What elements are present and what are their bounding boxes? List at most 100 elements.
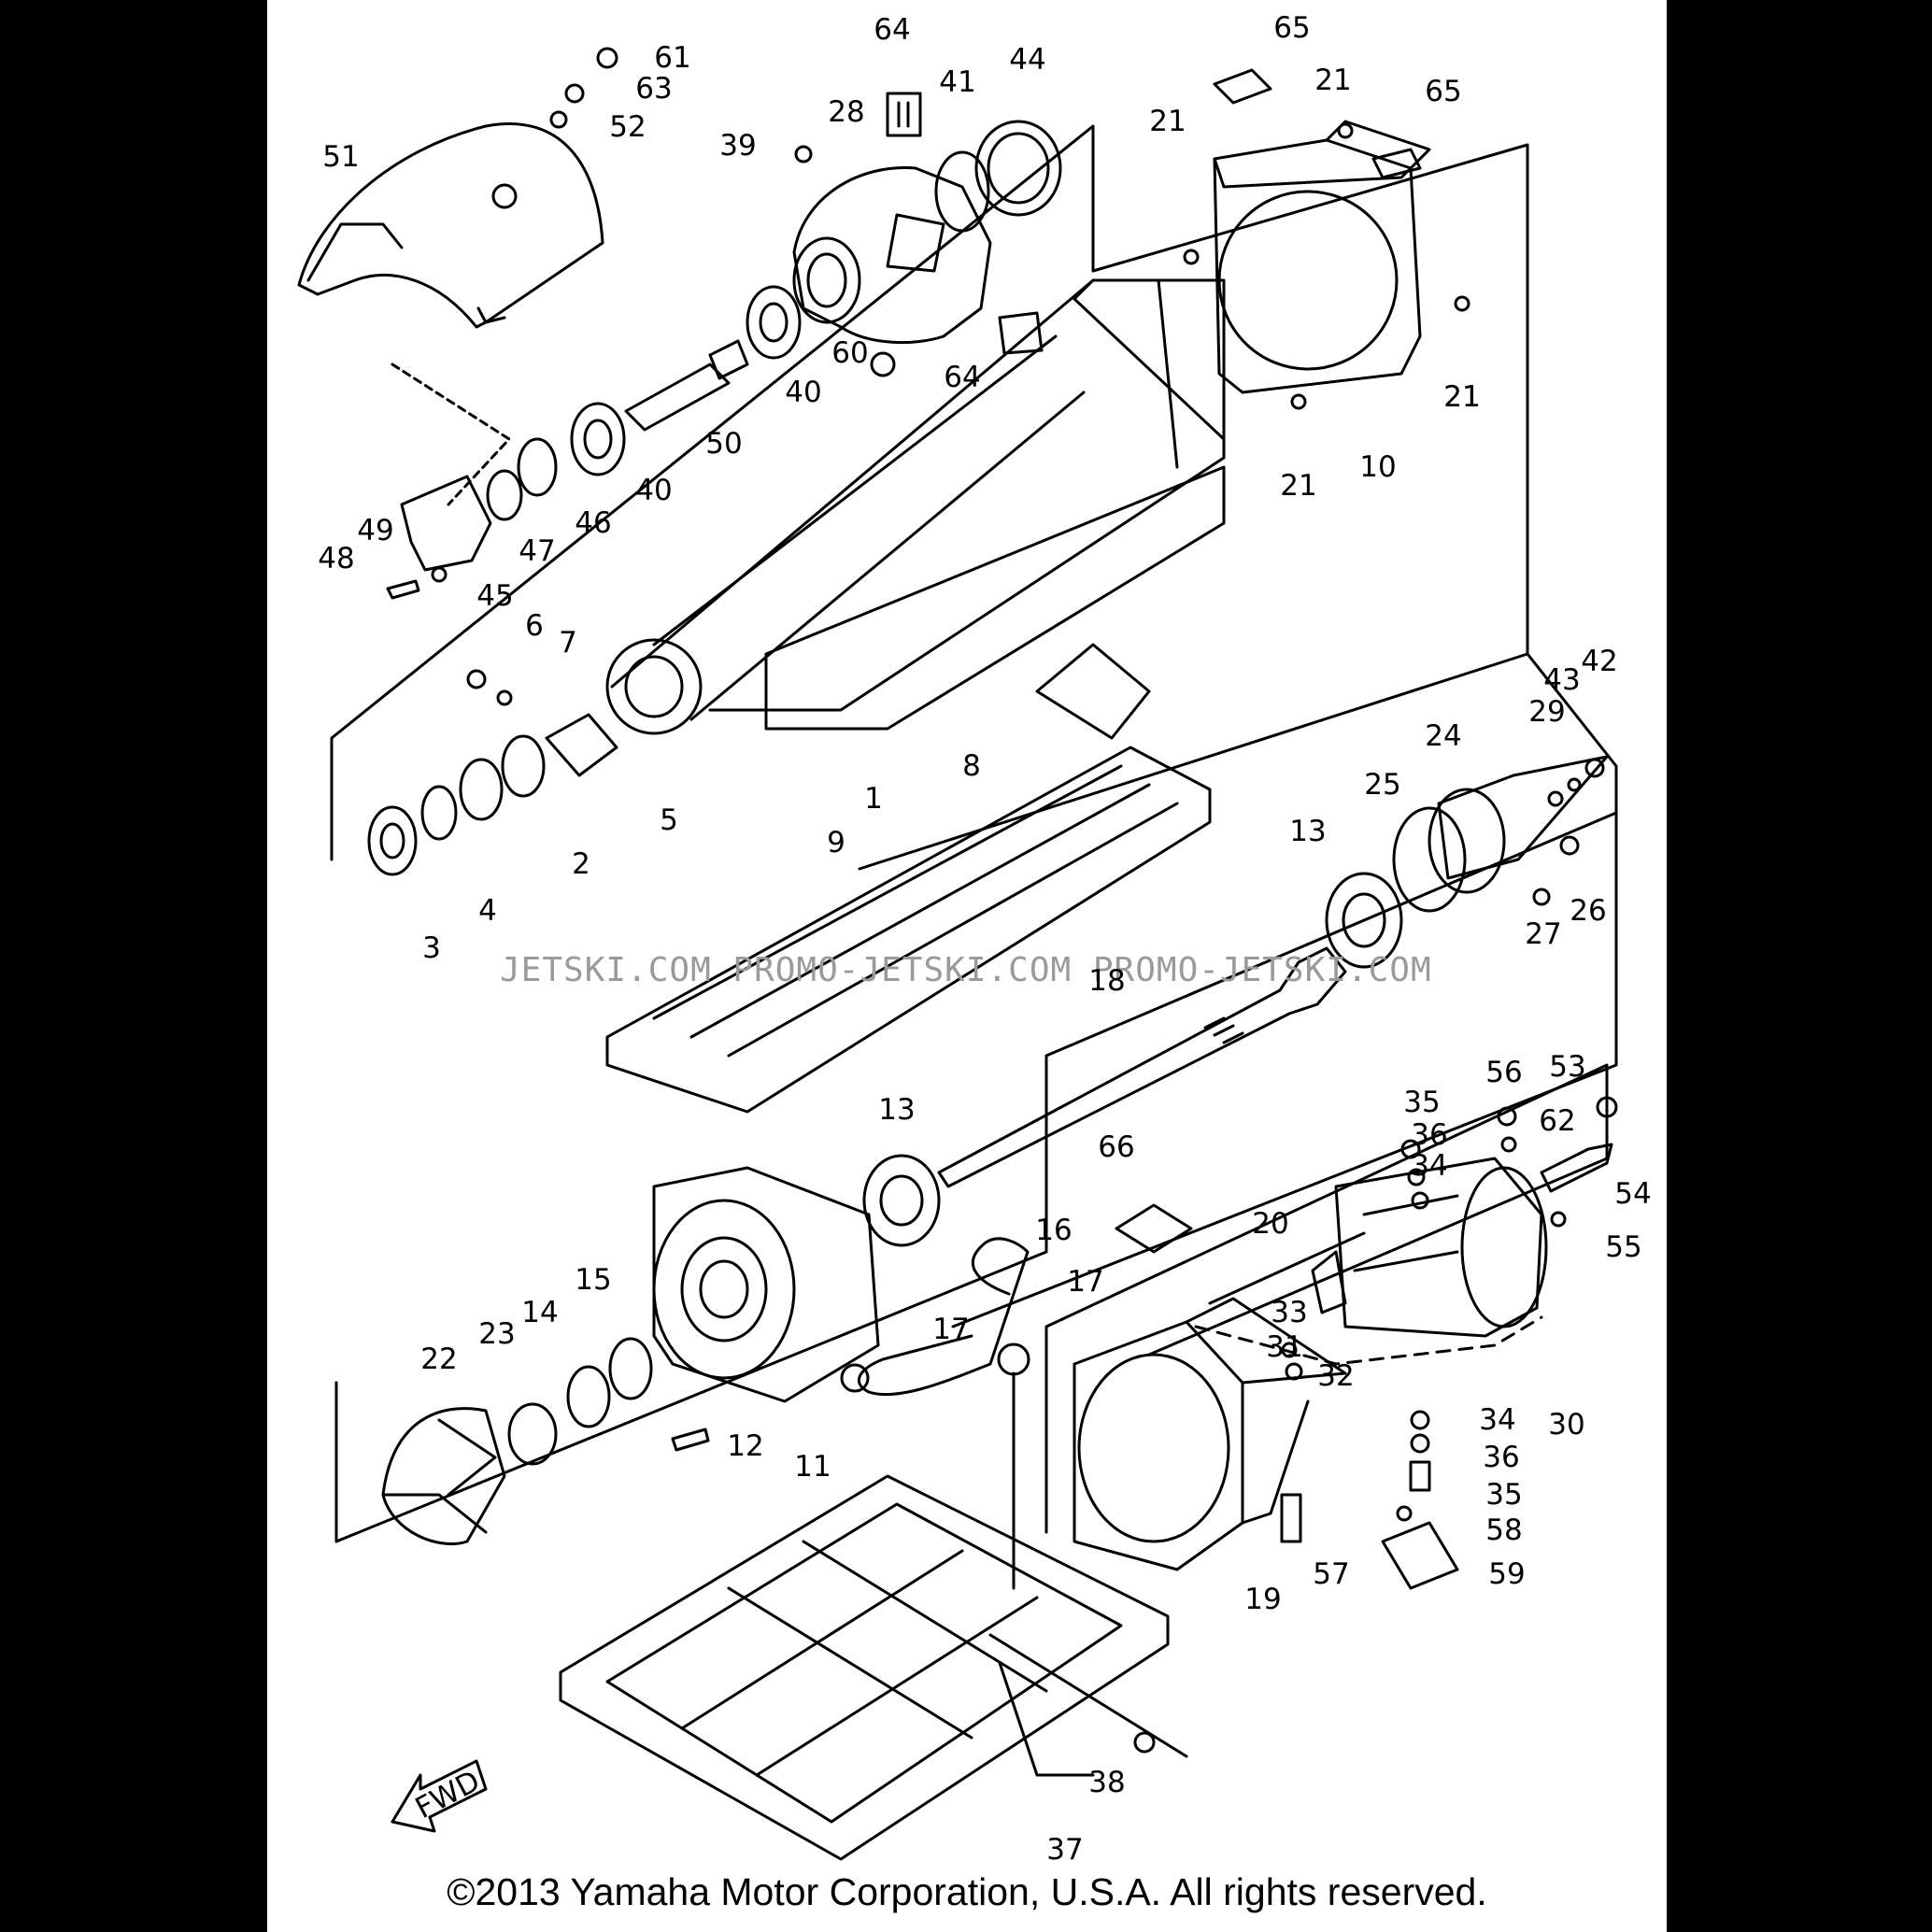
cone-24-rim xyxy=(1428,788,1506,894)
bush-34-bottom xyxy=(1410,1410,1430,1430)
cap-45 xyxy=(400,475,492,572)
frame-lower-left xyxy=(334,811,1618,1543)
dash-30 xyxy=(1194,1315,1543,1366)
callout-41: 41 xyxy=(939,65,975,99)
bearing-40-b-inner xyxy=(583,419,613,460)
seal-44-inner xyxy=(987,132,1050,205)
frame-lower-right xyxy=(1044,1063,1609,1534)
bearing-15 xyxy=(608,1337,653,1400)
seal-13-a xyxy=(1325,872,1403,969)
washer-36-top xyxy=(1407,1168,1426,1186)
gasket-8 xyxy=(1035,643,1151,740)
copyright-notice: ©2013 Yamaha Motor Corporation, U.S.A. A… xyxy=(447,1870,1487,1913)
nut-26 xyxy=(1559,835,1580,856)
callout-4: 4 xyxy=(478,894,497,928)
callout-10: 10 xyxy=(1359,450,1396,484)
callout-40: 40 xyxy=(785,376,821,409)
washer-27 xyxy=(1532,888,1551,906)
callout-18: 18 xyxy=(1088,964,1125,998)
callout-21: 21 xyxy=(1149,105,1186,138)
grate-part-37 xyxy=(559,1474,1170,1861)
callout-28: 28 xyxy=(828,95,864,129)
collar-5 xyxy=(545,713,618,777)
callout-35: 35 xyxy=(1485,1478,1522,1512)
pin-31 xyxy=(1281,1342,1298,1358)
hose-16 xyxy=(857,1237,1030,1397)
rod-20 xyxy=(1208,1231,1366,1305)
shaft-50 xyxy=(624,339,749,432)
callout-55: 55 xyxy=(1605,1230,1641,1264)
washer-36-bottom xyxy=(1410,1433,1430,1454)
callout-24: 24 xyxy=(1425,719,1461,753)
bolt-21-a xyxy=(1183,249,1200,265)
seal-44 xyxy=(974,120,1062,217)
callout-40: 40 xyxy=(635,474,672,507)
bolt-55 xyxy=(1550,1211,1567,1228)
nut-53 xyxy=(1596,1096,1618,1118)
plate-65-top xyxy=(1213,68,1272,105)
washer-32 xyxy=(1285,1362,1303,1381)
shaft-18-spline xyxy=(1203,1016,1244,1044)
callout-66: 66 xyxy=(1098,1130,1134,1164)
fwd-arrow xyxy=(391,1759,488,1833)
callout-45: 45 xyxy=(476,579,513,613)
washer-43 xyxy=(1567,777,1582,792)
oring-41 xyxy=(934,150,990,233)
callout-42: 42 xyxy=(1581,645,1617,678)
callout-43: 43 xyxy=(1543,663,1580,697)
callout-3: 3 xyxy=(422,931,441,965)
callout-5: 5 xyxy=(660,803,678,837)
callout-31: 31 xyxy=(1266,1330,1302,1364)
callout-21: 21 xyxy=(1280,469,1316,503)
clip-64-mid xyxy=(998,311,1044,355)
callout-20: 20 xyxy=(1252,1207,1288,1241)
frame-upper-right xyxy=(858,143,1529,871)
bolt-58 xyxy=(1396,1505,1413,1522)
callout-14: 14 xyxy=(521,1296,558,1329)
callout-47: 47 xyxy=(519,534,555,568)
callout-21: 21 xyxy=(1443,380,1480,414)
callout-53: 53 xyxy=(1549,1050,1585,1084)
bearing-40-b xyxy=(570,402,626,476)
impeller-housing-part-11 xyxy=(652,1166,880,1403)
cone-24 xyxy=(1437,755,1609,880)
seal-13-b xyxy=(862,1154,941,1247)
callout-44: 44 xyxy=(1009,43,1045,77)
bolt-60 xyxy=(870,351,896,377)
plate-66 xyxy=(1115,1203,1193,1254)
bolt-35-top xyxy=(1400,1139,1421,1159)
callout-49: 49 xyxy=(357,514,393,547)
bolt-12 xyxy=(671,1428,710,1452)
hole-51 xyxy=(491,183,518,209)
callout-65: 65 xyxy=(1273,11,1310,45)
clip-64-top xyxy=(886,92,922,137)
callout-22: 22 xyxy=(420,1342,457,1376)
callout-21: 21 xyxy=(1443,380,1480,414)
oring-25 xyxy=(1392,806,1467,913)
bearing-3 xyxy=(367,805,418,876)
callout-13: 13 xyxy=(1289,815,1326,848)
watermark: JETSKI.COM PROMO-JETSKI.COM PROMO-JETSKI… xyxy=(500,951,1432,989)
callout-64: 64 xyxy=(944,361,980,394)
plate-65-right xyxy=(1371,148,1422,179)
bolt-6 xyxy=(466,669,487,689)
callout-59: 59 xyxy=(1488,1557,1525,1591)
bolt-28 xyxy=(794,145,813,163)
bolt-57 xyxy=(1280,1493,1302,1543)
callout-64: 64 xyxy=(874,13,910,47)
callout-56: 56 xyxy=(1485,1056,1522,1089)
bolt-49 xyxy=(431,566,447,583)
bearing-14 xyxy=(566,1365,611,1428)
leader-37 xyxy=(998,1661,1095,1777)
frame-middle xyxy=(951,652,1618,1328)
callout-26: 26 xyxy=(1570,894,1606,928)
nozzle-part-19 xyxy=(1073,1297,1347,1571)
impeller-part-22 xyxy=(381,1407,506,1546)
callout-58: 58 xyxy=(1485,1513,1522,1547)
callout-29: 29 xyxy=(1528,695,1565,729)
arm-54 xyxy=(1540,1143,1613,1193)
oring-47 xyxy=(486,469,523,521)
callout-25: 25 xyxy=(1364,768,1400,802)
seal-13-a-inner xyxy=(1342,892,1386,948)
